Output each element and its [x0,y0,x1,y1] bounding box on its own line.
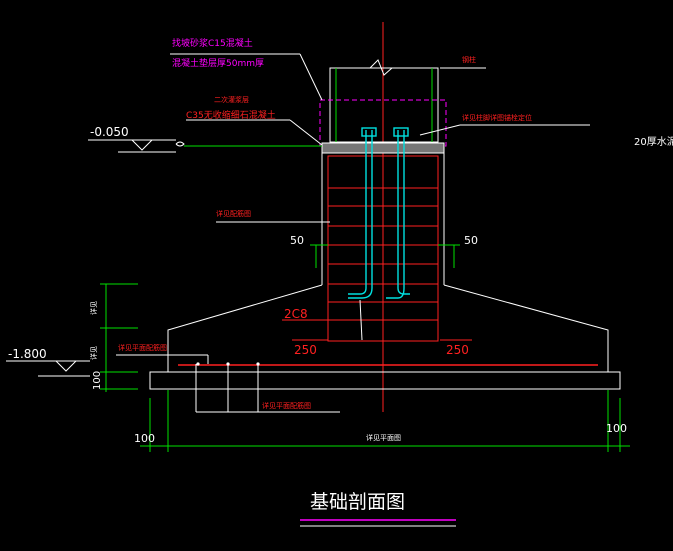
vert-dim-100: 100 [92,371,103,390]
steel-column [329,59,439,143]
dim-right-top-50: 50 [464,234,478,247]
right-edge-note: 20厚水泥砂浆 [634,135,673,148]
anchor-note: 详见柱脚详图锚栓定位 [462,113,532,122]
cap-note-line2: 混凝土垫层厚50mm厚 [172,57,264,69]
column-note: 钢柱 [462,55,476,64]
pedestal [321,153,445,285]
grout-level-symbol [175,141,322,147]
vert-dim-1: 详见 [89,301,98,315]
leader-lines [116,53,590,413]
blinding-layer [149,371,621,390]
bottom-rebar-note-upper: 详见平面配筋图 [118,343,167,352]
anchor-bolts [348,127,410,299]
bottom-rebar-note-lower: 详见平面配筋图 [262,401,311,410]
stirrups [327,155,439,342]
vert-dim-2: 详见 [89,346,98,360]
grout-material-label: C35无收缩细石混凝土 [186,109,276,121]
elevation-bottom-label: -1.800 [8,347,47,361]
grout-layer [321,142,445,154]
elevation-marker-bottom [6,360,90,377]
elevation-marker-top [88,139,176,153]
stirrup-note: 详见配筋图 [216,209,251,218]
cap-note-line1: 找坡砂浆C15混凝土 [172,37,253,49]
dim-left-top-50: 50 [290,234,304,247]
pedestal-side-dims [310,244,460,268]
grout-label: 二次灌浆层 [214,95,249,104]
dim-right-100: 100 [606,422,627,435]
dim-right-250: 250 [446,343,469,357]
bottom-rebar-dots [196,362,260,366]
dim-left-250: 250 [294,343,317,357]
rebar-label-2c8: 2C8 [284,307,308,321]
dim-left-100: 100 [134,432,155,445]
drawing-title: 基础剖面图 [310,491,405,513]
elevation-top-label: -0.050 [90,125,129,139]
rebar-dims [282,319,472,341]
bottom-horizontal-dimension [140,390,630,452]
left-vertical-dimensions [100,283,138,392]
bottom-width-note: 详见平面图 [366,433,401,442]
